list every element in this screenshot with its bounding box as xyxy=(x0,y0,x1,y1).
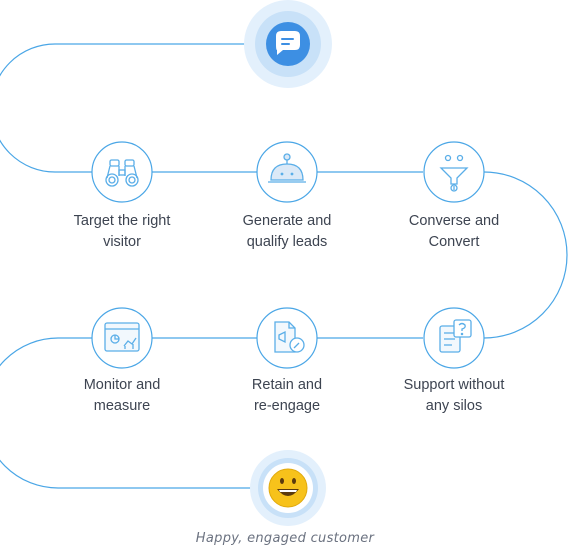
step-node-generate xyxy=(256,141,318,203)
step-label-generate: Generate and qualify leads xyxy=(212,211,362,253)
smiley-face-icon xyxy=(268,468,308,508)
step-label-line: Generate and xyxy=(242,213,332,229)
step-label-line: qualify leads xyxy=(246,234,328,250)
step-label-line: Support without xyxy=(403,377,505,393)
start-node xyxy=(244,0,332,88)
binoculars-icon xyxy=(105,159,139,187)
step-label-line: re-engage xyxy=(253,398,321,414)
step-node-convert xyxy=(423,141,485,203)
step-label-line: measure xyxy=(93,398,151,414)
step-label-line: Retain and xyxy=(251,377,323,393)
step-node-target xyxy=(91,141,153,203)
funnel-icon xyxy=(439,154,469,192)
outcome-caption: Happy, engaged customer xyxy=(195,531,375,546)
step-label-line: any silos xyxy=(425,398,483,414)
document-megaphone-icon xyxy=(274,321,305,353)
step-label-convert: Converse and Convert xyxy=(379,211,529,253)
bot-icon xyxy=(268,153,306,183)
step-node-support xyxy=(423,307,485,369)
step-label-line: visitor xyxy=(103,234,141,250)
step-label-line: Converse and xyxy=(408,213,500,229)
step-label-support: Support without any silos xyxy=(379,375,529,417)
step-node-retain xyxy=(256,307,318,369)
step-label-retain: Retain and re-engage xyxy=(212,375,362,417)
step-label-target: Target the right visitor xyxy=(47,211,197,253)
journey-path xyxy=(0,43,568,489)
end-node xyxy=(250,450,326,526)
step-label-line: Target the right xyxy=(73,213,171,229)
step-label-monitor: Monitor and measure xyxy=(47,375,197,417)
step-label-line: Convert xyxy=(428,234,480,250)
chat-bubble-icon xyxy=(276,31,300,55)
analytics-dashboard-icon xyxy=(104,322,140,352)
step-label-line: Monitor and xyxy=(83,377,161,393)
step-node-monitor xyxy=(91,307,153,369)
support-question-icon xyxy=(439,319,472,353)
